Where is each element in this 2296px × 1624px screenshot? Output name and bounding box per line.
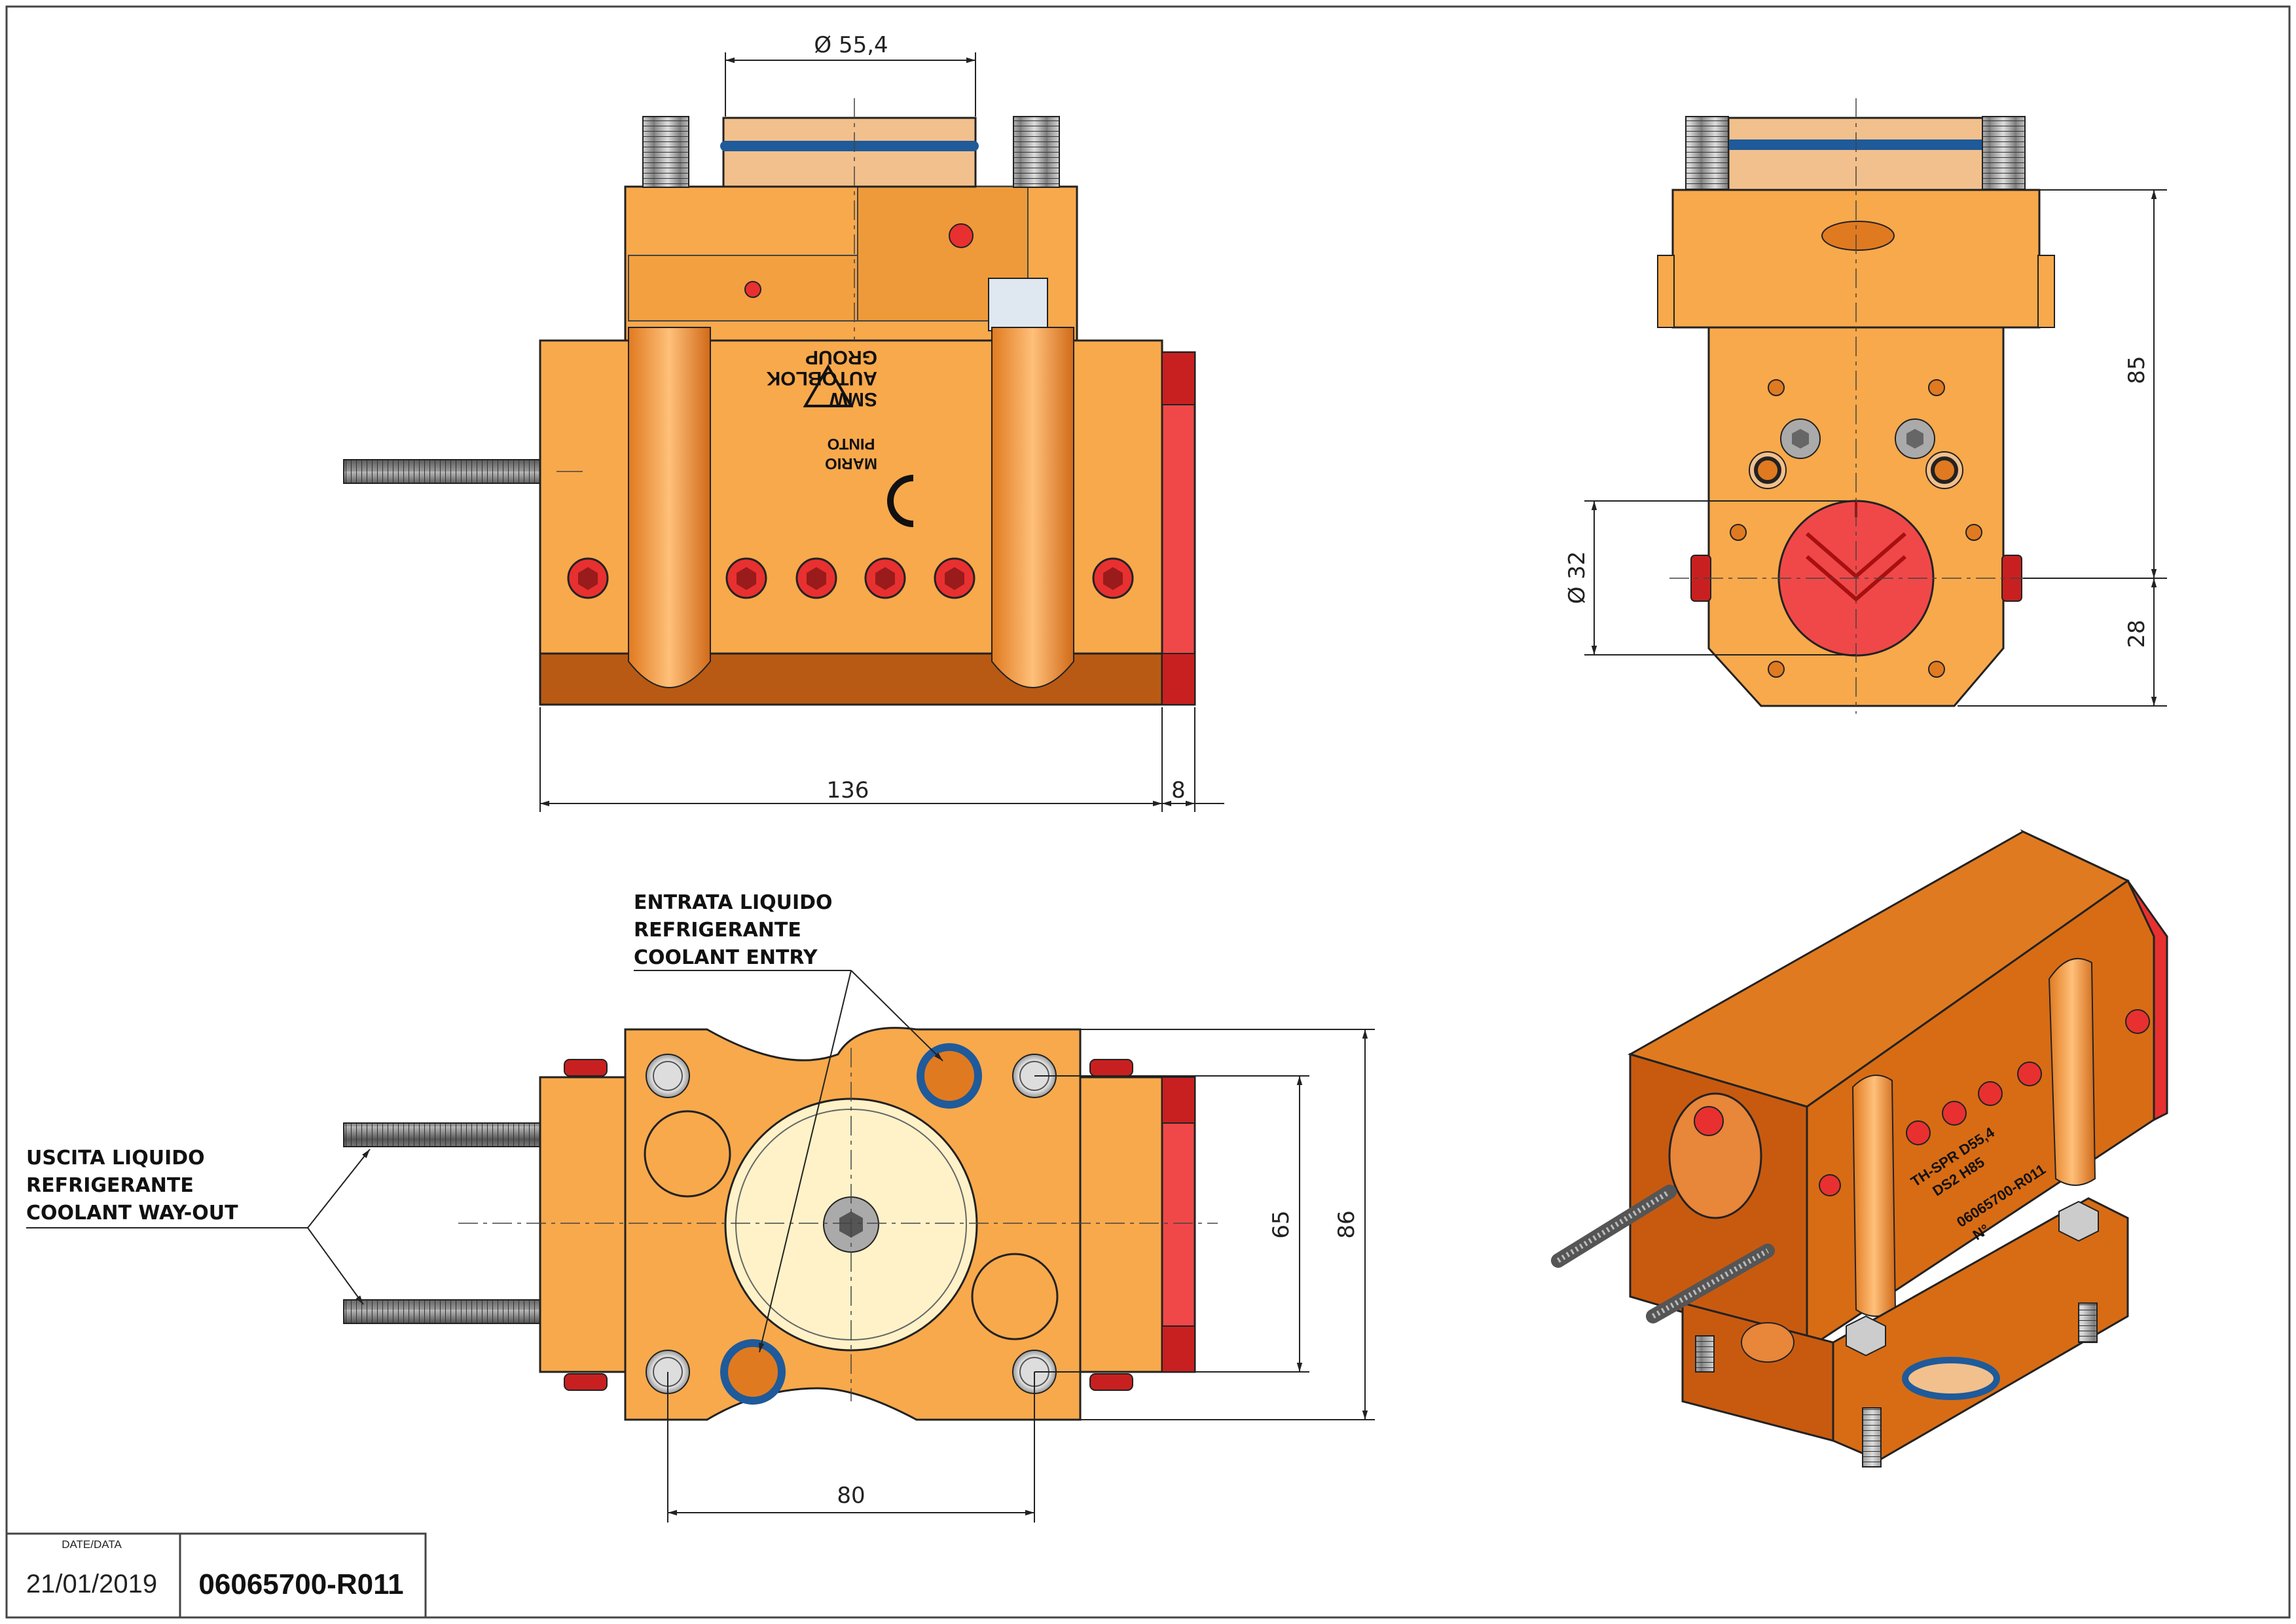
sheet-border — [5, 5, 2291, 1619]
coolant-out-line1: USCITA LIQUIDO — [26, 1147, 205, 1170]
coolant-out-note: USCITA LIQUIDO REFRIGERANTE COOLANT WAY-… — [26, 1147, 371, 1305]
coolant-entry-port-bottom — [720, 1339, 786, 1405]
front-coolant-stud — [343, 459, 541, 484]
coolant-out-line2: REFRIGERANTE — [26, 1174, 194, 1197]
front-tube-left — [628, 327, 711, 688]
front-dimensions: Ø 55,4 136 8 — [539, 32, 1224, 812]
dim-85: 85 — [2124, 356, 2150, 384]
designer-logo-line1: MARIO — [825, 454, 877, 472]
coolant-entry-line3: COOLANT ENTRY — [634, 946, 818, 969]
coolant-entry-port-top — [917, 1043, 982, 1109]
front-top-cylinder — [722, 117, 977, 188]
front-view: MARIO PINTO SMW AUTOBLOK GROUP — [343, 98, 1196, 706]
autoblok-logo-icon — [887, 475, 914, 527]
dim-28: 28 — [2124, 619, 2150, 648]
coolant-entry-line2: REFRIGERANTE — [634, 919, 801, 942]
front-window — [988, 278, 1048, 331]
front-top-bolt-left — [642, 116, 689, 188]
dim-diameter-55: Ø 55,4 — [814, 32, 888, 58]
dim-86: 86 — [1334, 1210, 1360, 1238]
designer-triangle-icon — [803, 364, 854, 407]
dim-diameter-32: Ø 32 — [1564, 551, 1590, 604]
front-top-bolt-right — [1013, 116, 1060, 188]
brand-logo-line3: GROUP — [805, 346, 877, 368]
bottom-stud-lower — [343, 1299, 541, 1324]
bottom-dimensions: 65 86 80 — [667, 1029, 1375, 1522]
coolant-out-line3: COOLANT WAY-OUT — [26, 1202, 238, 1225]
designer-logo-line2: PINTO — [828, 435, 875, 452]
dim-80: 80 — [837, 1483, 865, 1509]
front-tube-right — [991, 327, 1074, 688]
title-block: DATE/DATA 21/01/2019 06065700-R011 — [5, 1532, 427, 1619]
dim-8: 8 — [1171, 777, 1186, 803]
drawing-code: 06065700-R011 — [198, 1568, 403, 1600]
date-label: DATE/DATA — [62, 1538, 122, 1551]
drawing-date: 21/01/2019 — [26, 1570, 157, 1598]
dim-65: 65 — [1268, 1210, 1294, 1238]
coolant-entry-note: ENTRATA LIQUIDO REFRIGERANTE COOLANT ENT… — [634, 891, 943, 1353]
side-view — [1657, 98, 2055, 714]
bottom-stud-upper — [343, 1122, 541, 1147]
isometric-view: TH-SPR D55,4 DS2 H85 06065700-R011 N° — [1551, 829, 2168, 1467]
side-dimensions: 85 28 Ø 32 — [1564, 189, 2167, 707]
coolant-entry-line1: ENTRATA LIQUIDO — [634, 891, 833, 914]
front-screw-row — [567, 557, 1134, 599]
front-blue-oring — [720, 141, 979, 151]
dim-136: 136 — [827, 777, 869, 803]
bottom-view — [343, 1027, 1218, 1421]
